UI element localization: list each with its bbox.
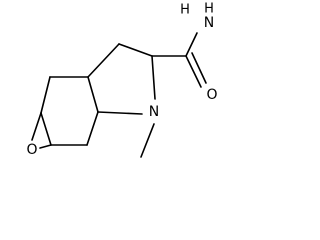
bond-c6-epoxide-o [39,144,52,149]
amide-hydrogen-bottom-label: H [204,2,214,17]
bond-c5-epoxide-o [31,112,42,141]
carbonyl-oxygen-label: O [206,87,217,103]
amide-hydrogen-top-label: H [180,3,190,18]
bond-c4-c5 [40,76,51,114]
bond-c3a-c3 [87,43,120,78]
bond-n1-methyl [140,123,155,158]
bond-c2-n1 [151,55,156,100]
bond-c3-c2 [118,43,153,57]
ring-nitrogen-label: N [149,104,159,120]
bond-c5-c6 [40,112,52,146]
bond-carbonyl-c-o-2 [191,52,207,84]
chemical-structure-diagram: N H H O N O [26,2,217,159]
bond-carbonyl-c-n [185,32,198,57]
amide-nitrogen-label: N [204,15,214,31]
epoxide-oxygen-label: O [26,142,37,158]
atom-label-group: N H H O N O [26,2,217,159]
bond-n1-c6a [97,111,143,115]
bond-c6a-c3a [86,111,99,146]
bond-group [31,32,207,158]
bond-c3a-c6a-upper [87,76,99,113]
bond-carbonyl-c-o-1 [185,55,202,88]
